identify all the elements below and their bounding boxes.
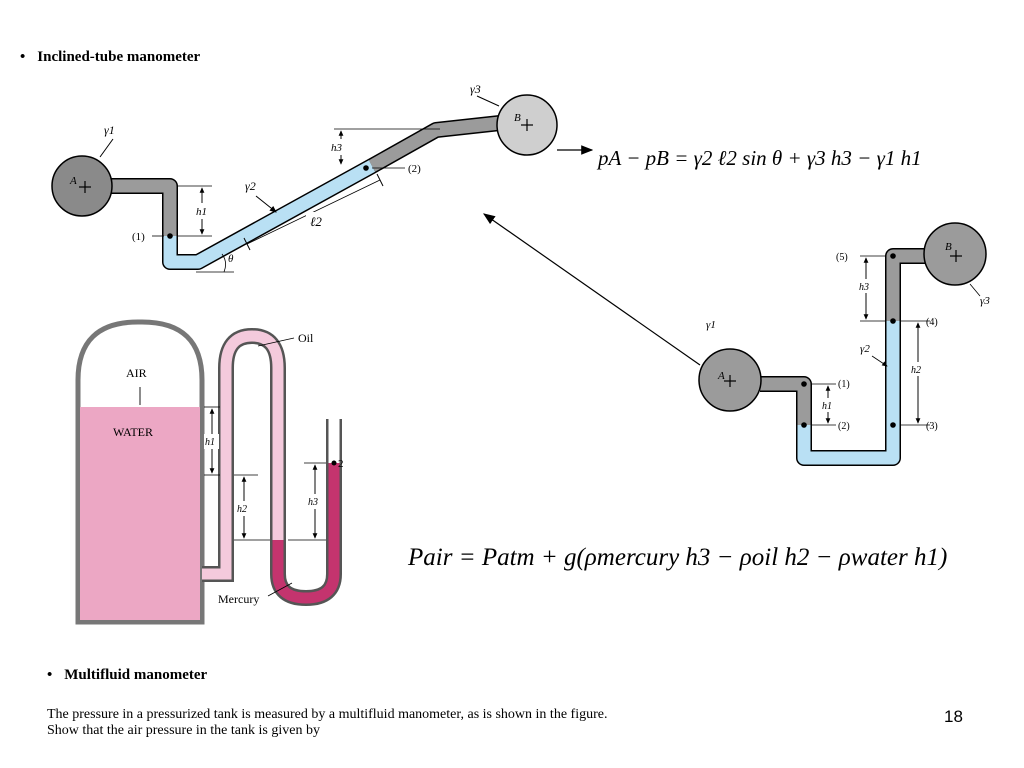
bullet-icon: • xyxy=(47,667,53,683)
bullet-icon: • xyxy=(20,49,26,65)
equation-air-lhs: Pair xyxy=(408,544,453,571)
label-a: A xyxy=(69,175,77,187)
diff-point-5-label: (5) xyxy=(836,252,848,263)
diff-label-h1: h1 xyxy=(822,401,832,412)
bulb-a xyxy=(51,155,113,217)
diff-bulb-b xyxy=(923,222,987,286)
cross-a-icon xyxy=(79,181,91,193)
label-gamma1: γ1 xyxy=(104,123,115,137)
mercury-label: Mercury xyxy=(218,592,259,606)
utube-oil xyxy=(220,330,284,540)
diff-tube-gray-right xyxy=(886,249,930,321)
label-l2: ℓ2 xyxy=(310,214,322,229)
tank-point-2-label: 2 xyxy=(338,458,344,470)
equation-air-rhs: = Patm + g(ρmercury h3 − ρoil h2 − ρwate… xyxy=(458,544,948,571)
heading-multifluid-text: Multifluid manometer xyxy=(64,667,208,683)
label-gamma3: γ3 xyxy=(470,82,481,96)
tank-water-label: WATER xyxy=(113,425,153,439)
utube-water-left xyxy=(202,475,232,580)
diff-point-3-dot xyxy=(890,422,896,428)
diff-label-a: A xyxy=(717,370,725,382)
tank-label-h2: h2 xyxy=(237,504,247,515)
oil-label: Oil xyxy=(298,331,314,345)
tank-water xyxy=(80,407,200,620)
point-2-label: (2) xyxy=(408,163,421,175)
inclined-tube-gray-left xyxy=(110,179,177,236)
diff-point-2-dot xyxy=(801,422,807,428)
equation-inclined-lhs: pA − pB xyxy=(598,146,669,170)
tank-label-h3: h3 xyxy=(308,497,318,508)
diff-label-h3: h3 xyxy=(859,282,869,293)
equation-air-pressure: Pair = Patm + g(ρmercury h3 − ρoil h2 − … xyxy=(408,544,947,572)
heading-inclined-tube: • Inclined-tube manometer xyxy=(20,49,200,66)
tank-manometer: AIR WATER Oil Mercury h1 h2 xyxy=(75,319,344,625)
tank-point-2-dot xyxy=(331,460,337,466)
description-line-1: The pressure in a pressurized tank is me… xyxy=(47,707,608,722)
point-2-dot xyxy=(363,165,369,171)
description-line-2: Show that the air pressure in the tank i… xyxy=(47,723,320,738)
diff-label-b: B xyxy=(945,241,952,253)
equation-inclined-rhs: = γ2 ℓ2 sin θ + γ3 h3 − γ1 h1 xyxy=(674,146,922,170)
diff-cross-b-icon xyxy=(950,250,962,262)
diff-point-2-label: (2) xyxy=(838,421,850,432)
differential-manometer: A B γ1 γ2 γ3 h1 (1) (2) xyxy=(698,222,990,466)
diff-label-gamma2: γ2 xyxy=(860,343,870,355)
diff-point-1-dot xyxy=(801,381,807,387)
diff-label-h2: h2 xyxy=(911,365,921,376)
description: The pressure in a pressurized tank is me… xyxy=(47,707,607,739)
cross-b-icon xyxy=(521,119,533,131)
inclined-tube-blue-fluid xyxy=(163,160,376,269)
point-1-label: (1) xyxy=(132,231,145,243)
diff-point-4-label: (4) xyxy=(926,317,938,328)
diff-point-5-dot xyxy=(890,253,896,259)
equation-inclined: pA − pB = γ2 ℓ2 sin θ + γ3 h3 − γ1 h1 xyxy=(598,146,922,171)
heading-multifluid: • Multifluid manometer xyxy=(47,667,207,684)
label-theta: θ xyxy=(228,253,234,265)
diff-point-4-dot xyxy=(890,318,896,324)
arrow-to-inclined xyxy=(483,213,701,366)
diff-cross-a-icon xyxy=(724,375,736,387)
label-b: B xyxy=(514,112,521,124)
diff-point-3-label: (3) xyxy=(926,421,938,432)
utube-mercury xyxy=(272,463,340,604)
page-number: 18 xyxy=(944,707,963,726)
tank-label-h1: h1 xyxy=(205,437,215,448)
label-h1-inclined: h1 xyxy=(196,206,207,218)
tank-air-label: AIR xyxy=(126,366,147,380)
point-1-dot xyxy=(167,233,173,239)
label-gamma2: γ2 xyxy=(245,179,256,193)
diff-label-gamma1: γ1 xyxy=(706,319,716,331)
inclined-tube-manometer: A B γ1 γ3 h1 (1) (2) xyxy=(51,82,594,273)
inclined-tube-gray-right xyxy=(368,116,501,172)
heading-inclined-text: Inclined-tube manometer xyxy=(37,49,201,65)
diff-point-1-label: (1) xyxy=(838,379,850,390)
diff-label-gamma3: γ3 xyxy=(980,295,990,307)
diff-tube-blue-fluid xyxy=(797,321,900,465)
label-h3-inclined: h3 xyxy=(331,142,343,154)
